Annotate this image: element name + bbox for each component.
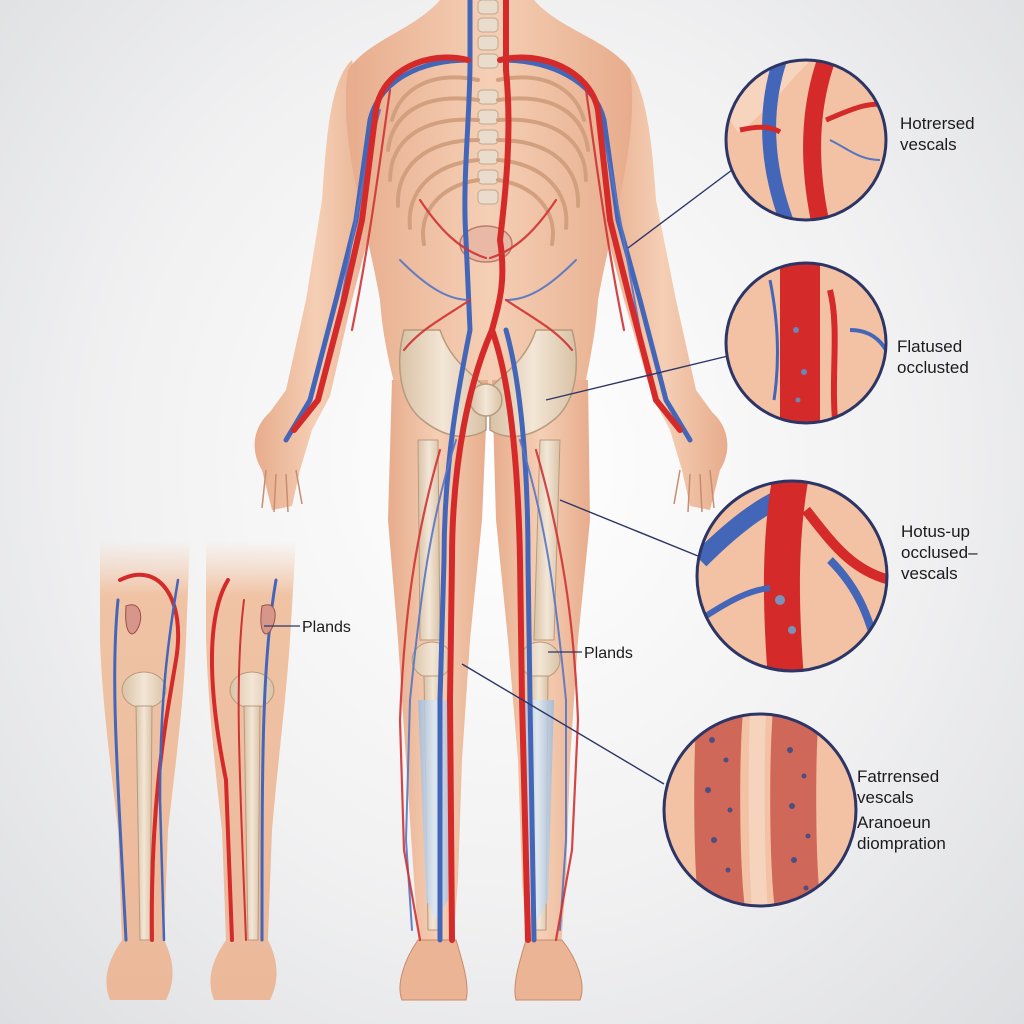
hands [261, 469, 715, 513]
callout-1-magnifier [627, 58, 888, 249]
callout-2-magnifier [545, 261, 888, 425]
callout-1-line-2: vescals [900, 135, 957, 154]
ribcage [386, 75, 590, 246]
callout-4-magnifier [461, 663, 858, 908]
right-foot [514, 939, 583, 1001]
callout-3-line-3: vescals [901, 564, 958, 583]
right-arm [598, 60, 728, 510]
left-arm [254, 60, 378, 510]
callout-4-ring [662, 712, 858, 908]
callout-3-ring [695, 479, 889, 673]
callout-3-line-2: occlused– [901, 543, 978, 562]
left-legs-detail [100, 540, 300, 1000]
callout-4-line-4: diompration [857, 834, 946, 853]
callout-2-label: Flatused occlusted [897, 336, 969, 378]
callout-4-line-3: Aranoeun [857, 813, 931, 832]
callout-4-label: Fatrrensed vescals Aranoeun diompration [857, 766, 946, 854]
callout-1-label: Hotrersed vescals [900, 113, 975, 155]
plands-left-label: Plands [302, 619, 351, 636]
callout-2-ring [724, 261, 888, 425]
arteries-thin [350, 88, 626, 942]
callout-4-line-1: Fatrrensed [857, 767, 940, 786]
callout-2-line-2: occlusted [897, 358, 969, 377]
callout-1-ring [724, 58, 888, 222]
callout-3-label: Hotus-up occlused– vescals [901, 521, 978, 584]
left-shin-occlusion [418, 700, 452, 920]
callout-2-line-1: Flatused [897, 337, 963, 356]
arteries-main [291, 0, 683, 943]
callout-3-magnifier [559, 479, 889, 673]
callout-1-line-1: Hotrersed [900, 114, 975, 133]
spine [477, 0, 499, 205]
callout-4-line-2: vescals [857, 788, 914, 807]
callout-3-line-1: Hotus-up [901, 522, 970, 541]
plands-center-label: Plands [584, 645, 633, 662]
left-foot [399, 939, 468, 1001]
main-body [254, 0, 728, 1001]
